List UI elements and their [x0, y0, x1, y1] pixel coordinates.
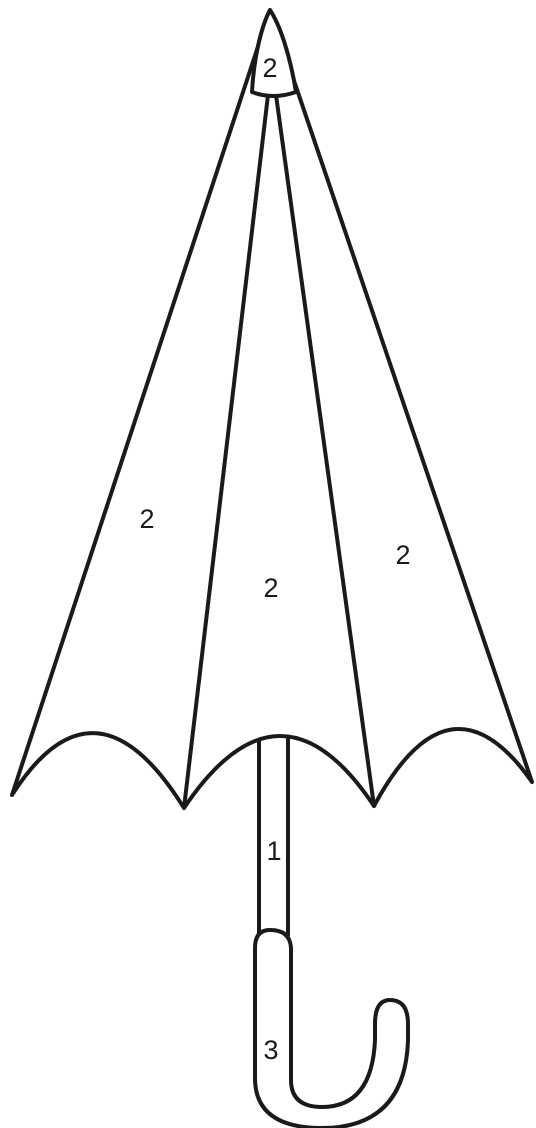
label-panel-right: 2	[395, 540, 410, 570]
label-panel-center: 2	[263, 573, 278, 603]
umbrella-canopy	[12, 10, 532, 808]
label-shaft: 1	[266, 836, 281, 866]
label-tip: 2	[262, 53, 277, 83]
label-handle: 3	[263, 1035, 278, 1065]
umbrella-shaft	[259, 735, 288, 935]
label-panel-left: 2	[139, 504, 154, 534]
umbrella-handle	[255, 930, 408, 1128]
